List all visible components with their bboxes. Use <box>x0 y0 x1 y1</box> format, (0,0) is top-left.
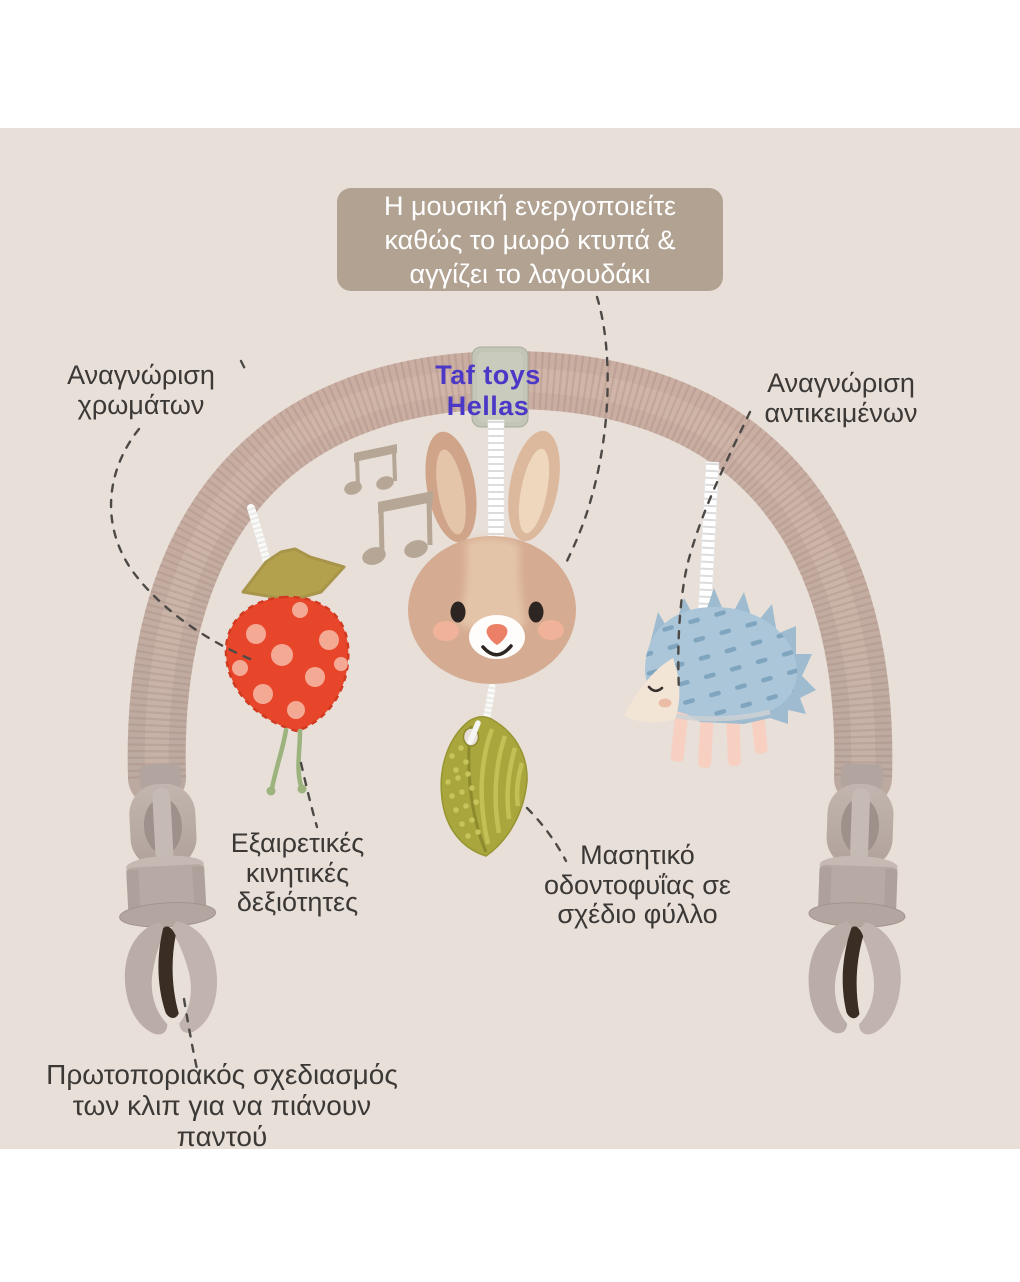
hedgehog-toy <box>624 588 816 769</box>
callout-line: Η μουσική ενεργοποιείτε <box>383 190 677 221</box>
leaf-teether <box>440 716 528 857</box>
bunny-mouth <box>481 644 513 657</box>
music-note-small-icon <box>344 444 397 495</box>
leader-leaf-to-teether <box>525 806 568 863</box>
right-stroller-clip <box>804 761 911 1037</box>
left-stroller-clip <box>111 760 223 1037</box>
music-notes-icon <box>344 444 433 565</box>
music-callout-bubble: Η μουσική ενεργοποιείτε καθώς το μωρό κτ… <box>337 188 723 291</box>
strawberry-legs <box>269 727 304 791</box>
bunny-ribbon <box>487 419 505 549</box>
leaf-ridges <box>479 728 525 845</box>
leader-color-to-strawberry <box>109 427 257 663</box>
bunny-toy <box>408 430 576 684</box>
leader-clip-to-clips-label <box>182 997 199 1071</box>
bunny-nose <box>486 624 508 645</box>
leader-lines <box>109 295 752 1071</box>
label-object-recognition: Αναγνώριση αντικειμένων <box>764 368 918 428</box>
label-clip-design: Πρωτοποριακός σχεδιασμός των κλιπ για να… <box>46 1059 398 1152</box>
callout-line: καθώς το μωρό κτυπά & <box>384 224 676 255</box>
leader-strawberry-to-motor <box>299 761 319 829</box>
bunny-left-eye <box>450 601 466 623</box>
callout-line: αγγίζει το λαγουδάκι <box>409 258 651 289</box>
bunny-right-eye <box>528 601 544 623</box>
label-color-recognition: Αναγνώριση χρωμάτων <box>67 360 215 420</box>
leader-callout-to-bunny <box>562 295 609 569</box>
music-note-large-icon <box>362 491 433 565</box>
label-motor-skills: Εξαιρετικές κινητικές δεξιότητες <box>230 828 365 917</box>
hedgehog-eye <box>647 685 664 693</box>
label-teether: Μασητικό οδοντοφυΐας σε σχέδιο φύλλο <box>544 840 731 929</box>
brand-watermark: Taf toys Hellas <box>435 360 541 421</box>
strawberry-toy <box>224 547 350 796</box>
strawberry-leaves <box>241 547 346 602</box>
velcro-strap <box>471 346 529 428</box>
strawberry-dots <box>232 602 348 719</box>
leaf-bumps <box>445 745 481 839</box>
leader-object-to-hedgehog <box>677 410 752 693</box>
